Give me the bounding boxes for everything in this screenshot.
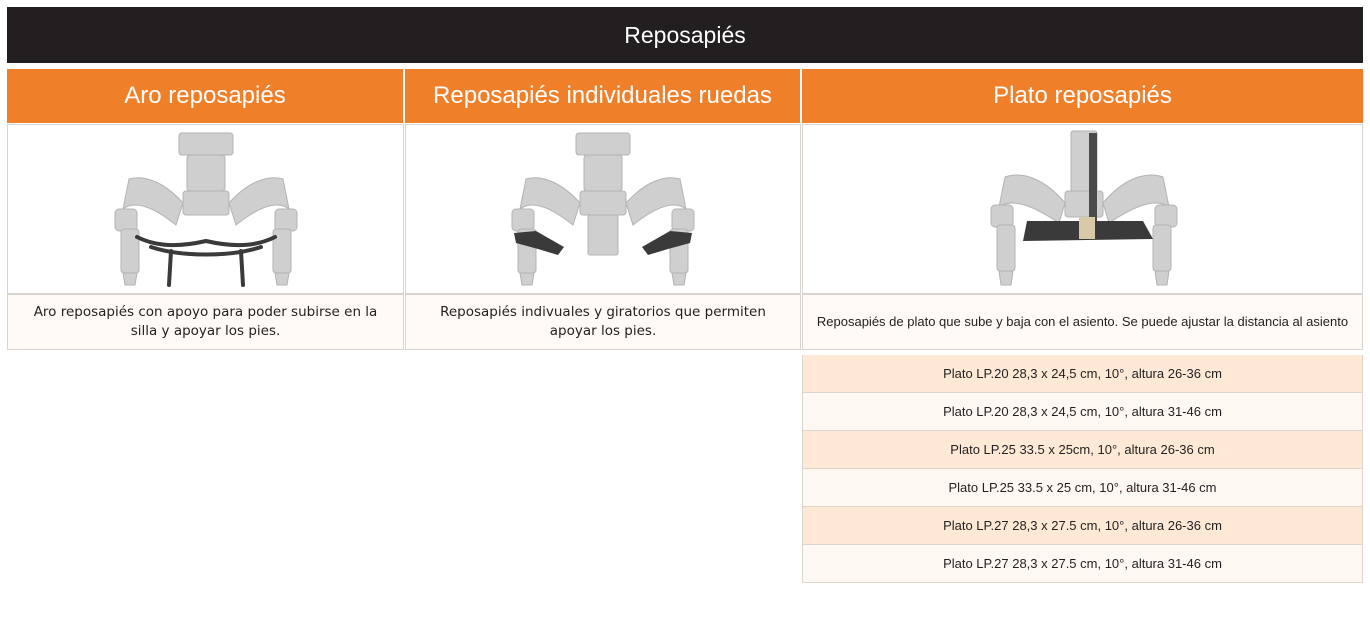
header-reposapies-individuales: Reposapiés individuales ruedas: [405, 69, 800, 123]
plate-option-row: Plato LP.27 28,3 x 27.5 cm, 10°, altura …: [802, 507, 1363, 545]
description-reposapies-individuales: Reposapiés indivuales y giratorios que p…: [405, 294, 801, 350]
footrest-ring-image: [7, 124, 404, 294]
plate-option-label: Plato LP.20 28,3 x 24,5 cm, 10°, altura …: [943, 404, 1222, 419]
header-plato-reposapies: Plato reposapiés: [802, 69, 1363, 123]
description-aro-reposapies: Aro reposapiés con apoyo para poder subi…: [7, 294, 404, 350]
table-title: Reposapiés: [7, 7, 1363, 63]
plate-option-row: Plato LP.20 28,3 x 24,5 cm, 10°, altura …: [802, 393, 1363, 431]
plate-option-label: Plato LP.25 33.5 x 25 cm, 10°, altura 31…: [948, 480, 1217, 495]
plate-option-row: Plato LP.25 33.5 x 25cm, 10°, altura 26-…: [802, 431, 1363, 469]
individual-footrests-image: [405, 124, 801, 294]
plate-option-label: Plato LP.27 28,3 x 27.5 cm, 10°, altura …: [943, 556, 1222, 571]
plate-option-label: Plato LP.20 28,3 x 24,5 cm, 10°, altura …: [943, 366, 1222, 381]
header-aro-reposapies: Aro reposapiés: [7, 69, 403, 123]
plate-option-row: Plato LP.20 28,3 x 24,5 cm, 10°, altura …: [802, 355, 1363, 393]
footrest-plate-image: [802, 124, 1363, 294]
plate-option-label: Plato LP.27 28,3 x 27.5 cm, 10°, altura …: [943, 518, 1222, 533]
plate-option-row: Plato LP.25 33.5 x 25 cm, 10°, altura 31…: [802, 469, 1363, 507]
plate-option-row: Plato LP.27 28,3 x 27.5 cm, 10°, altura …: [802, 545, 1363, 583]
description-plato-reposapies: Reposapiés de plato que sube y baja con …: [802, 294, 1363, 350]
plate-option-label: Plato LP.25 33.5 x 25cm, 10°, altura 26-…: [950, 442, 1215, 457]
